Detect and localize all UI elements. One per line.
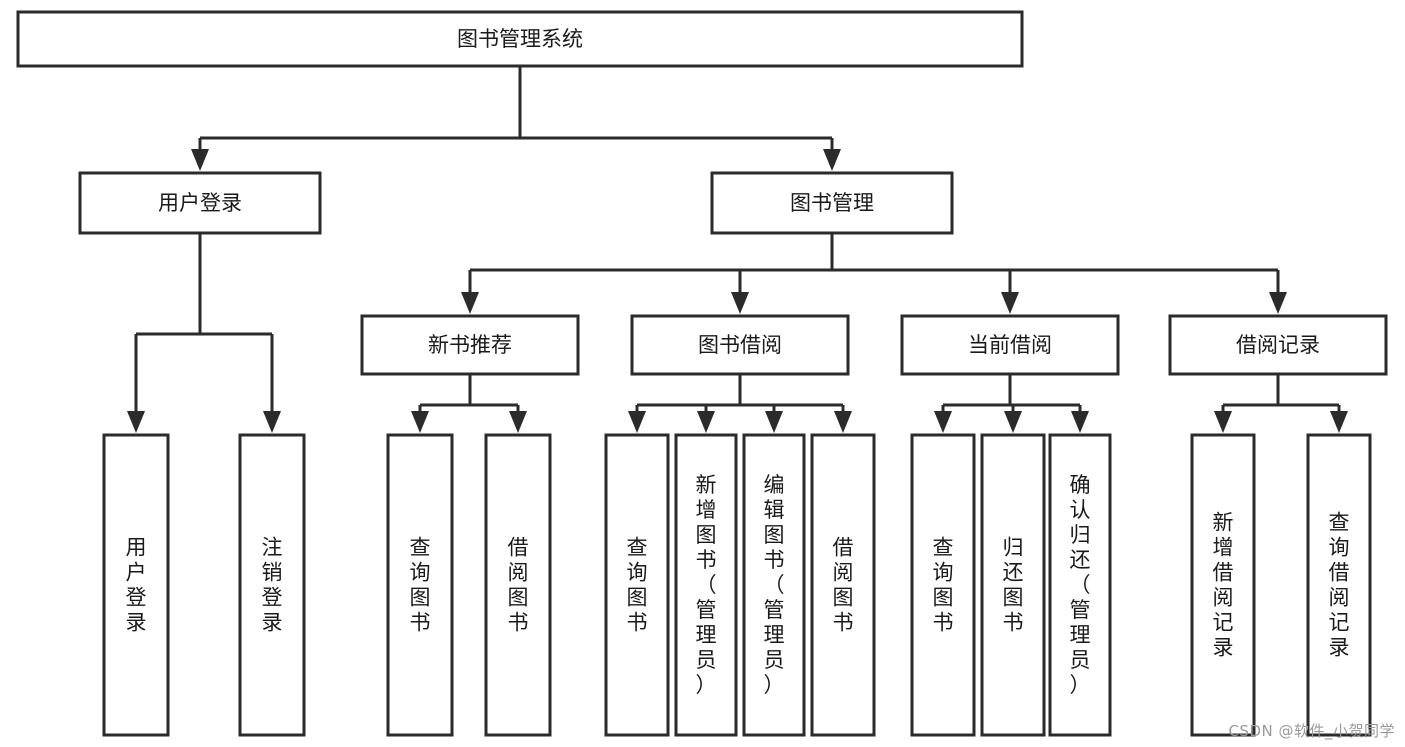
node-borrow-record[interactable]: 借阅记录 — [1168, 314, 1388, 376]
node-leaf-query-book-1[interactable]: 查询图书 — [386, 433, 454, 737]
arrow-head-icon — [191, 149, 209, 171]
node-user-login[interactable]: 用户登录 — [78, 171, 322, 235]
node-box-user-login[interactable] — [78, 171, 322, 235]
arrow-head-icon — [731, 292, 749, 314]
node-label-leaf-add-record: 新增借阅记录 — [1213, 511, 1234, 660]
node-leaf-query-record[interactable]: 查询借阅记录 — [1306, 433, 1372, 737]
node-box-leaf-confirm-return[interactable] — [1048, 433, 1112, 737]
node-leaf-edit-book[interactable]: 编辑图书（管理员） — [742, 433, 806, 737]
node-box-current-borrow[interactable] — [900, 314, 1120, 376]
node-box-leaf-borrow-book-1[interactable] — [484, 433, 552, 737]
connector-group-user-login — [127, 233, 281, 433]
arrow-head-icon — [697, 411, 715, 433]
node-box-leaf-user-logout[interactable] — [238, 433, 306, 737]
connector-group-book-manage — [461, 233, 1287, 314]
node-label-current-borrow: 当前借阅 — [968, 333, 1052, 357]
connector-group-current-borrow — [934, 374, 1089, 433]
node-box-new-book-recommend[interactable] — [360, 314, 580, 376]
node-leaf-confirm-return[interactable]: 确认归还（管理员） — [1048, 433, 1112, 737]
node-book-manage[interactable]: 图书管理 — [710, 171, 954, 235]
node-box-leaf-add-book[interactable] — [674, 433, 738, 737]
arrow-head-icon — [834, 411, 852, 433]
arrow-head-icon — [509, 411, 527, 433]
node-leaf-add-book[interactable]: 新增图书（管理员） — [674, 433, 738, 737]
node-leaf-query-book-2[interactable]: 查询图书 — [604, 433, 670, 737]
node-layer: 图书管理系统用户登录图书管理新书推荐图书借阅当前借阅借阅记录用户登录注销登录查询… — [16, 10, 1388, 737]
connector-group-root — [191, 66, 841, 171]
connector-group-borrow-record — [1214, 374, 1348, 433]
node-label-leaf-borrow-book-1: 借阅图书 — [508, 536, 529, 635]
node-label-leaf-add-book: 新增图书（管理员） — [696, 473, 717, 697]
node-box-leaf-query-book-1[interactable] — [386, 433, 454, 737]
arrow-head-icon — [1071, 411, 1089, 433]
arrow-head-icon — [934, 411, 952, 433]
arrow-head-icon — [1269, 292, 1287, 314]
node-book-borrow[interactable]: 图书借阅 — [630, 314, 850, 376]
csdn-watermark: CSDN @软件_小贺同学 — [1228, 722, 1395, 740]
node-label-leaf-query-book-3: 查询图书 — [933, 536, 954, 635]
node-label-leaf-query-record: 查询借阅记录 — [1329, 511, 1350, 660]
node-label-leaf-query-book-2: 查询图书 — [627, 536, 648, 635]
connector-layer — [127, 66, 1348, 433]
node-leaf-add-record[interactable]: 新增借阅记录 — [1190, 433, 1256, 737]
node-box-leaf-query-record[interactable] — [1306, 433, 1372, 737]
node-leaf-user-login[interactable]: 用户登录 — [102, 433, 170, 737]
node-box-root[interactable] — [16, 10, 1024, 68]
arrow-head-icon — [411, 411, 429, 433]
connector-group-new-book-recommend — [411, 374, 527, 433]
node-label-leaf-return-book: 归还图书 — [1003, 536, 1024, 635]
node-label-leaf-user-logout: 注销登录 — [262, 536, 283, 635]
connector-group-book-borrow — [628, 374, 852, 433]
node-box-leaf-return-book[interactable] — [980, 433, 1046, 737]
node-new-book-recommend[interactable]: 新书推荐 — [360, 314, 580, 376]
node-leaf-borrow-book-2[interactable]: 借阅图书 — [810, 433, 876, 737]
node-label-leaf-borrow-book-2: 借阅图书 — [833, 536, 854, 635]
node-current-borrow[interactable]: 当前借阅 — [900, 314, 1120, 376]
node-leaf-user-logout[interactable]: 注销登录 — [238, 433, 306, 737]
node-leaf-borrow-book-1[interactable]: 借阅图书 — [484, 433, 552, 737]
node-leaf-return-book[interactable]: 归还图书 — [980, 433, 1046, 737]
arrow-head-icon — [823, 149, 841, 171]
node-box-book-manage[interactable] — [710, 171, 954, 235]
node-label-leaf-edit-book: 编辑图书（管理员） — [764, 473, 785, 697]
arrow-head-icon — [461, 292, 479, 314]
node-label-leaf-confirm-return: 确认归还（管理员） — [1070, 473, 1091, 697]
node-box-leaf-add-record[interactable] — [1190, 433, 1256, 737]
node-label-borrow-record: 借阅记录 — [1236, 333, 1320, 357]
node-label-new-book-recommend: 新书推荐 — [428, 333, 512, 357]
node-label-book-borrow: 图书借阅 — [698, 333, 782, 357]
node-label-user-login: 用户登录 — [158, 191, 242, 215]
arrow-head-icon — [263, 411, 281, 433]
arrow-head-icon — [765, 411, 783, 433]
node-box-leaf-query-book-3[interactable] — [910, 433, 976, 737]
node-box-leaf-edit-book[interactable] — [742, 433, 806, 737]
arrow-head-icon — [127, 411, 145, 433]
arrow-head-icon — [1330, 411, 1348, 433]
arrow-head-icon — [628, 411, 646, 433]
node-box-leaf-borrow-book-2[interactable] — [810, 433, 876, 737]
node-box-book-borrow[interactable] — [630, 314, 850, 376]
node-box-leaf-query-book-2[interactable] — [604, 433, 670, 737]
node-root[interactable]: 图书管理系统 — [16, 10, 1024, 68]
arrow-head-icon — [1004, 411, 1022, 433]
node-label-root: 图书管理系统 — [457, 27, 583, 51]
arrow-head-icon — [1001, 292, 1019, 314]
node-label-leaf-user-login: 用户登录 — [126, 536, 147, 635]
node-label-leaf-query-book-1: 查询图书 — [410, 536, 431, 635]
node-leaf-query-book-3[interactable]: 查询图书 — [910, 433, 976, 737]
node-box-borrow-record[interactable] — [1168, 314, 1388, 376]
arrow-head-icon — [1214, 411, 1232, 433]
node-box-leaf-user-login[interactable] — [102, 433, 170, 737]
node-label-book-manage: 图书管理 — [790, 191, 874, 215]
